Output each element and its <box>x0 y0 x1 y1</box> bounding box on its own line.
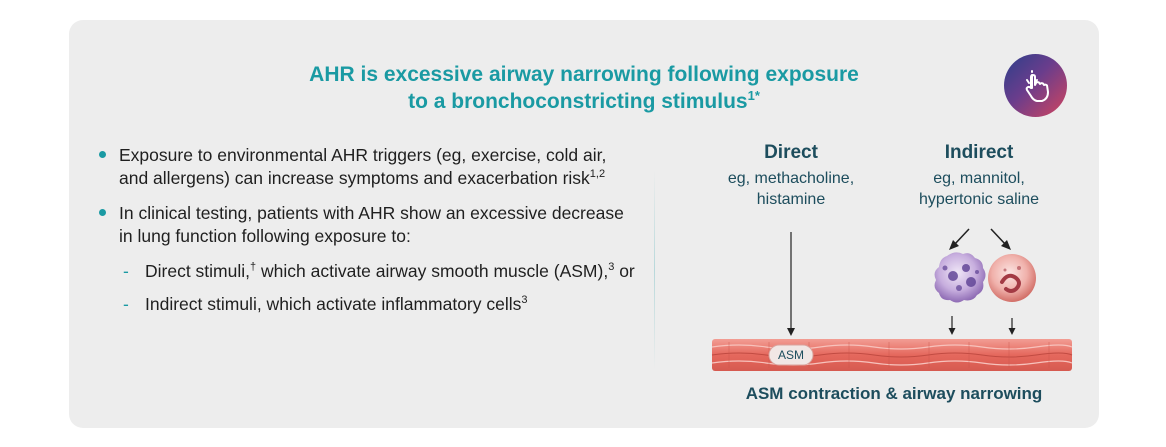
smooth-muscle-band <box>711 339 1073 371</box>
diagram-caption: ASM contraction & airway narrowing <box>745 384 1043 403</box>
bullet-item: Exposure to environmental AHR triggers (… <box>99 144 639 189</box>
touch-hand-icon[interactable] <box>1004 54 1067 117</box>
cell-arrow-1-head <box>948 328 956 335</box>
bullet-list: Exposure to environmental AHR triggers (… <box>99 144 639 325</box>
title-line-2: to a bronchoconstricting stimulus1* <box>408 88 760 113</box>
sub-bullet-dash: - <box>123 261 129 281</box>
indirect-arrow-right-head <box>1001 240 1011 250</box>
asm-pill <box>768 344 814 366</box>
page-title: AHR is excessive airway narrowing follow… <box>69 61 1099 115</box>
inflammatory-cell-purple <box>934 252 986 303</box>
indirect-arrow-left-head <box>949 240 959 250</box>
asm-label: ASM <box>777 348 804 362</box>
title-line-1: AHR is excessive airway narrowing follow… <box>309 63 859 86</box>
indirect-arrow-left <box>953 228 970 246</box>
bullet-item: In clinical testing, patients with AHR s… <box>99 202 639 247</box>
touch-hand-glyph <box>1025 69 1049 102</box>
sub-bullet-item: - Direct stimuli,† which activate airway… <box>123 261 635 281</box>
indirect-arrow-right <box>990 228 1007 246</box>
bullet-dot <box>99 209 106 216</box>
indirect-heading: Indirect <box>944 142 1014 163</box>
sub-bullet-item: - Indirect stimuli, which activate infla… <box>123 293 528 314</box>
airway-diagram <box>711 228 1073 371</box>
cell-arrow-2-head <box>1008 328 1016 335</box>
sub-bullet-dash: - <box>123 293 129 314</box>
direct-heading: Direct <box>764 142 818 163</box>
column-divider <box>654 170 655 370</box>
bullet-dot <box>99 151 106 158</box>
direct-examples: eg, methacholine, histamine <box>727 170 855 208</box>
inflammatory-cell-pink <box>988 254 1036 302</box>
content-card: AHR is excessive airway narrowing follow… <box>69 20 1099 428</box>
direct-arrow-head <box>787 328 795 336</box>
indirect-examples: eg, mannitol, hypertonic saline <box>918 170 1040 208</box>
